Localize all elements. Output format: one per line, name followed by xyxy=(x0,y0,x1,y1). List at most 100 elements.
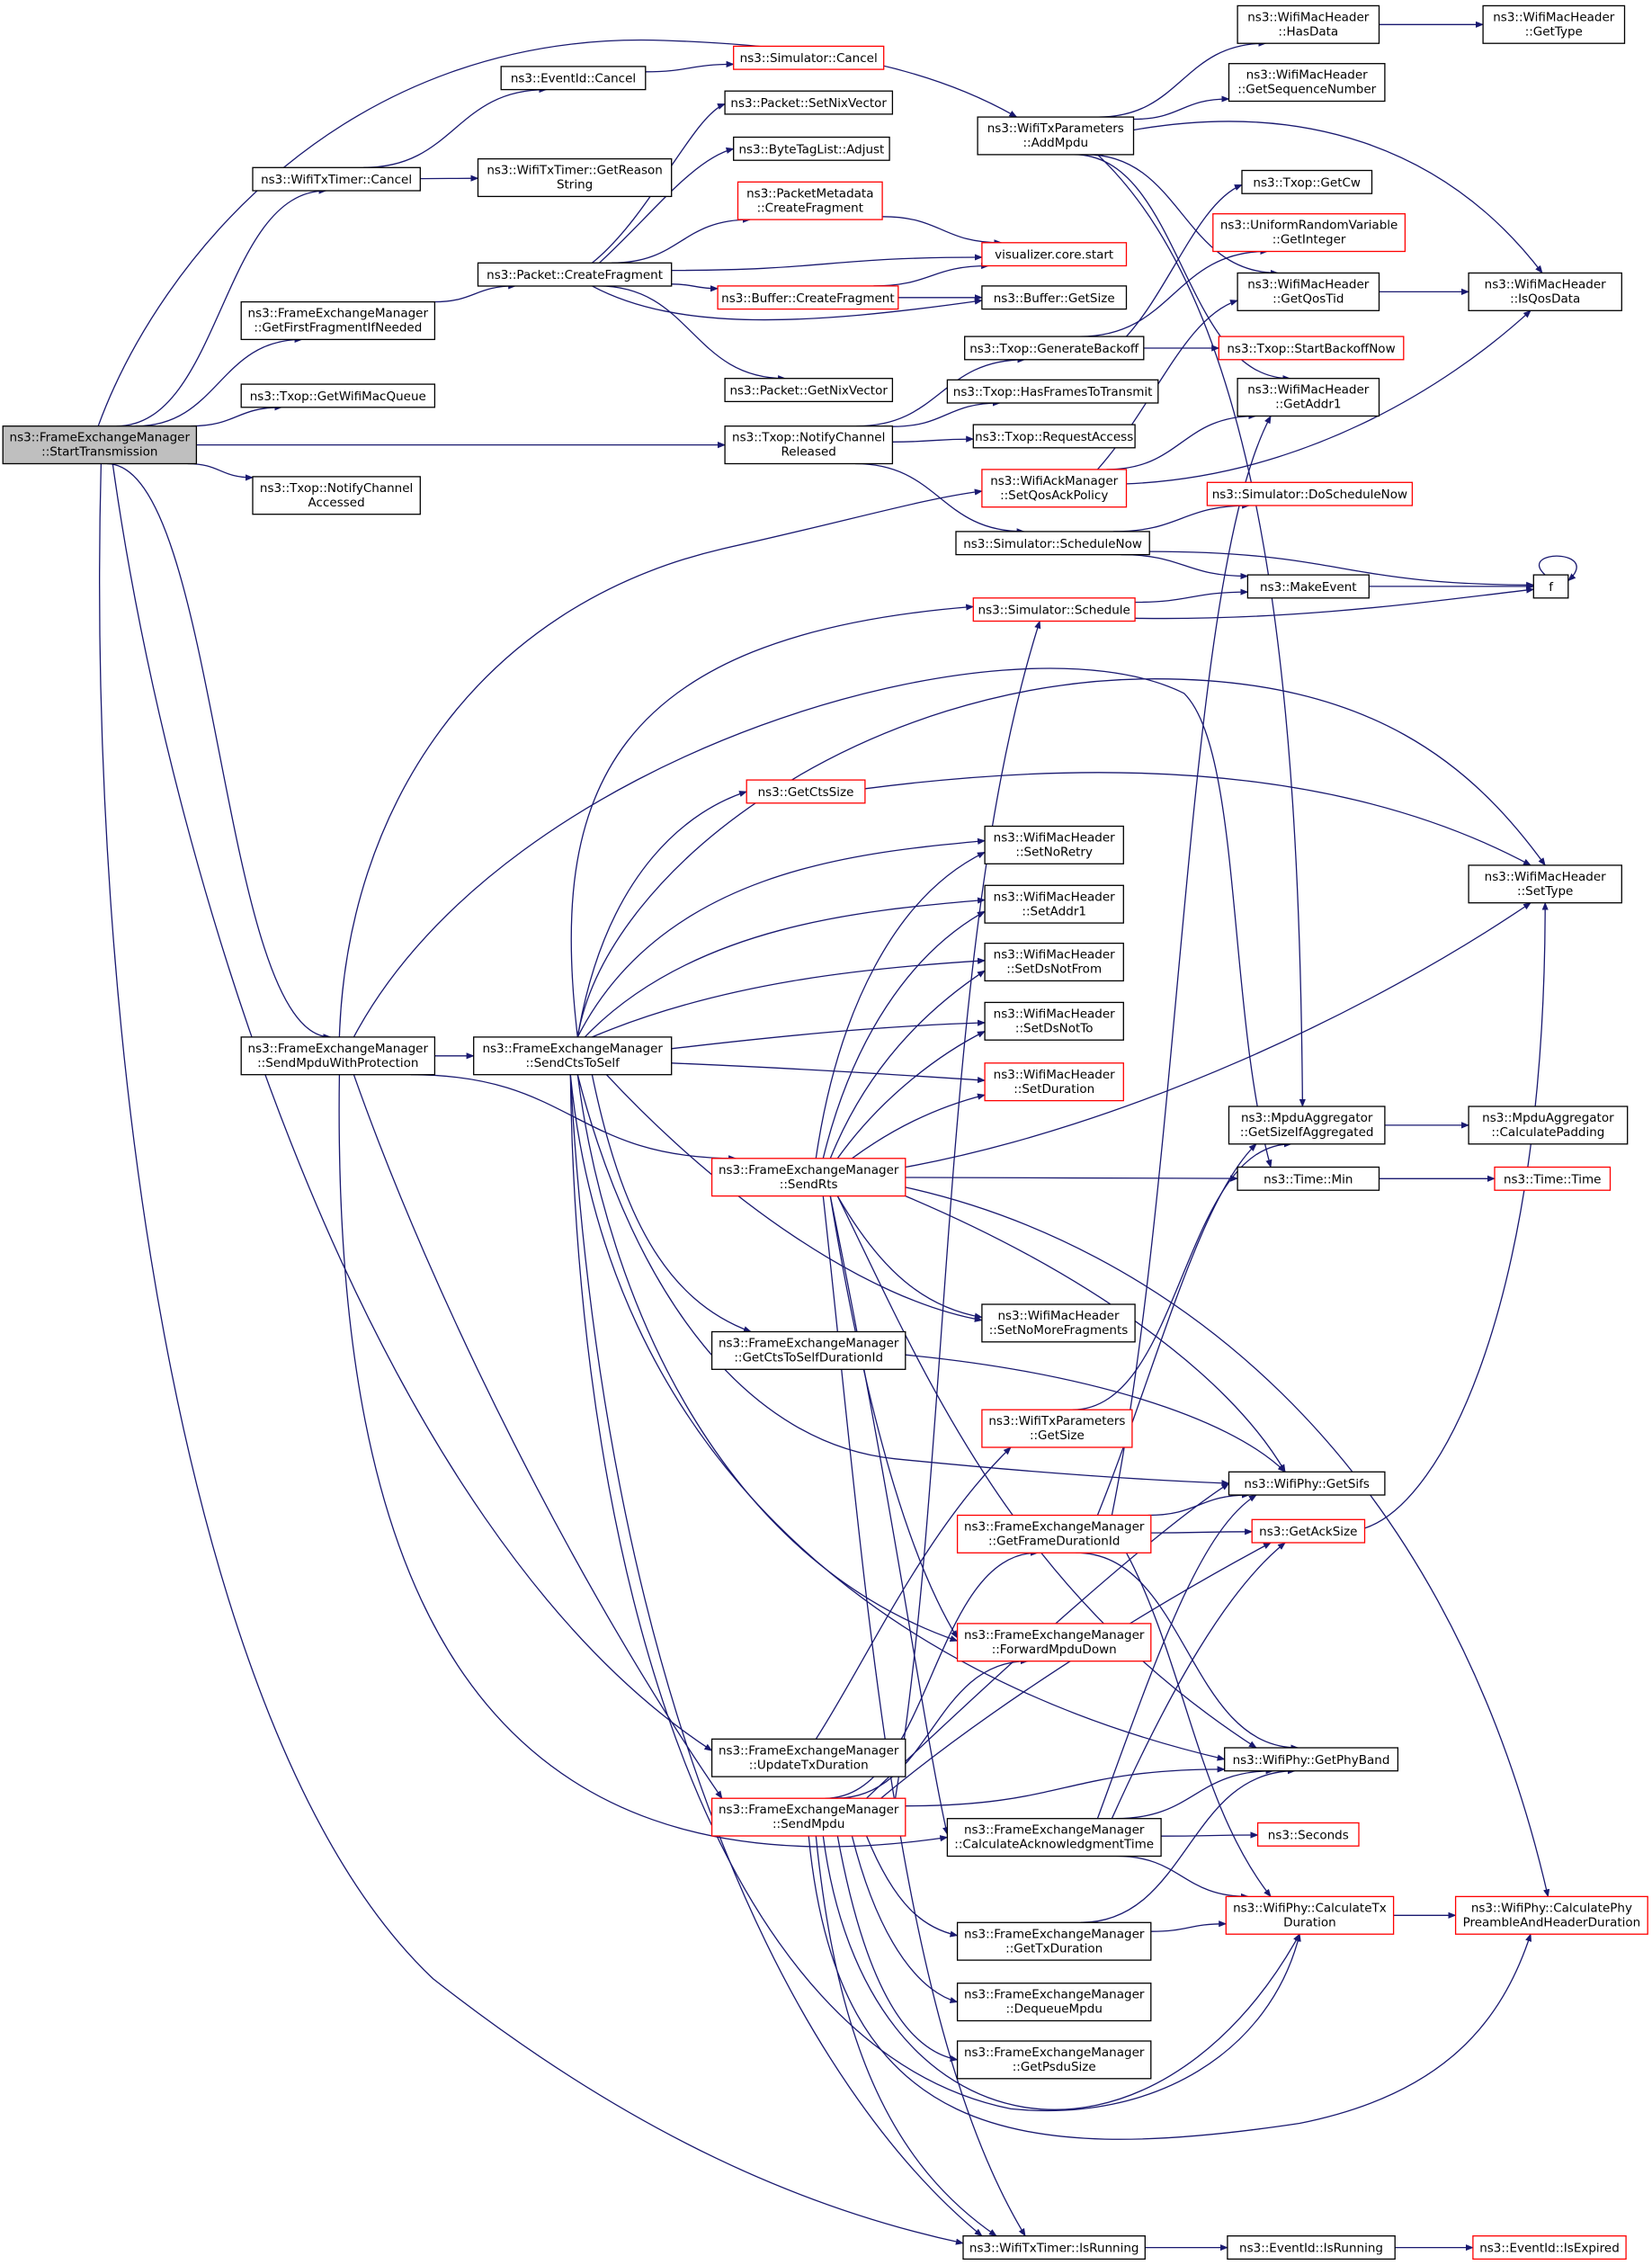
node-ns3-frameexchangemanager-sendmpdu[interactable]: ns3::FrameExchangeManager::SendMpdu xyxy=(710,1797,906,1837)
node-label-line: ns3::Buffer::CreateFragment xyxy=(721,291,894,306)
node-label-line: ::UpdateTxDuration xyxy=(749,1758,869,1772)
node-label-line: ns3::EventId::IsRunning xyxy=(1239,2242,1383,2256)
node-ns3-frameexchangemanager-gettxduration[interactable]: ns3::FrameExchangeManager::GetTxDuration xyxy=(956,1921,1152,1961)
node-ns3-wifitxparameters-getsize[interactable]: ns3::WifiTxParameters::GetSize xyxy=(981,1409,1133,1448)
call-edge xyxy=(873,262,990,287)
node-box xyxy=(1228,1471,1386,1496)
node-ns3-wifimacheader-getqostid[interactable]: ns3::WifiMacHeader::GetQosTid xyxy=(1237,272,1380,311)
node-ns3-txop-getwifimacqueue[interactable]: ns3::Txop::GetWifiMacQueue xyxy=(240,383,436,408)
node-ns3-wifimacheader-getaddr1[interactable]: ns3::WifiMacHeader::GetAddr1 xyxy=(1237,378,1380,417)
node-ns3-wifimacheader-isqosdata[interactable]: ns3::WifiMacHeader::IsQosData xyxy=(1468,272,1622,311)
node-ns3-wifimacheader-setduration[interactable]: ns3::WifiMacHeader::SetDuration xyxy=(984,1062,1124,1102)
call-edge xyxy=(822,1835,1300,2110)
node-ns3-buffer-createfragment[interactable]: ns3::Buffer::CreateFragment xyxy=(717,285,899,310)
node-box xyxy=(981,285,1128,310)
node-ns3-eventid-isexpired[interactable]: ns3::EventId::IsExpired xyxy=(1472,2235,1627,2261)
node-ns3-wifiackmanager-setqosackpolicy[interactable]: ns3::WifiAckManager::SetQosAckPolicy xyxy=(981,469,1128,508)
node-ns3-txop-hasframestotransmit[interactable]: ns3::Txop::HasFramesToTransmit xyxy=(946,379,1159,404)
node-ns3-getacksize[interactable]: ns3::GetAckSize xyxy=(1251,1518,1366,1544)
node-visualizer-core-start[interactable]: visualizer.core.start xyxy=(981,242,1128,267)
node-box xyxy=(1494,1166,1612,1191)
node-ns3-packet-setnixvector[interactable]: ns3::Packet::SetNixVector xyxy=(724,90,894,115)
node-ns3-txop-getcw[interactable]: ns3::Txop::GetCw xyxy=(1241,169,1373,194)
node-label-line: ns3::Txop::RequestAccess xyxy=(975,430,1133,444)
node-ns3-mpduaggregator-getsizeifaggregated[interactable]: ns3::MpduAggregator::GetSizeIfAggregated xyxy=(1228,1106,1386,1145)
node-label-line: ns3::Txop::GenerateBackoff xyxy=(969,342,1139,356)
node-ns3-makeevent[interactable]: ns3::MakeEvent xyxy=(1246,574,1370,599)
node-ns3-getctssize[interactable]: ns3::GetCtsSize xyxy=(746,779,866,804)
node-root[interactable]: ns3::FrameExchangeManager::StartTransmis… xyxy=(2,425,198,465)
call-edge xyxy=(836,1195,1257,1749)
node-ns3-wifimacheader-gettype[interactable]: ns3::WifiMacHeader::GetType xyxy=(1482,4,1626,44)
node-ns3-packet-createfragment[interactable]: ns3::Packet::CreateFragment xyxy=(477,262,673,287)
node-ns3-eventid-isrunning[interactable]: ns3::EventId::IsRunning xyxy=(1227,2235,1396,2261)
node-ns3-frameexchangemanager-getframedurationid[interactable]: ns3::FrameExchangeManager::GetFrameDurat… xyxy=(956,1514,1152,1553)
node-ns3-packetmetadata-createfragment[interactable]: ns3::PacketMetadata::CreateFragment xyxy=(737,181,883,220)
node-ns3-txop-generatebackoff[interactable]: ns3::Txop::GenerateBackoff xyxy=(964,336,1145,361)
node-ns3-wifimacheader-setdsnotto[interactable]: ns3::WifiMacHeader::SetDsNotTo xyxy=(984,1001,1124,1041)
node-ns3-wifimacheader-setnoretry[interactable]: ns3::WifiMacHeader::SetNoRetry xyxy=(984,825,1124,864)
node-ns3-frameexchangemanager-calculateacknowledgmenttime[interactable]: ns3::FrameExchangeManager::CalculateAckn… xyxy=(946,1818,1162,1858)
node-ns3-wifimacheader-hasdata[interactable]: ns3::WifiMacHeader::HasData xyxy=(1237,4,1380,44)
call-edge xyxy=(882,216,1003,246)
node-label-line: ns3::UniformRandomVariable xyxy=(1220,219,1398,233)
node-label-line: Released xyxy=(781,445,836,460)
call-edge xyxy=(1111,1542,1286,1819)
node-ns3-txop-requestaccess[interactable]: ns3::Txop::RequestAccess xyxy=(972,424,1136,449)
node-ns3-wifitxtimer-cancel[interactable]: ns3::WifiTxTimer::Cancel xyxy=(252,166,421,192)
node-ns3-simulator-doschedulenow[interactable]: ns3::Simulator::DoScheduleNow xyxy=(1206,481,1414,506)
node-ns3-mpduaggregator-calculatepadding[interactable]: ns3::MpduAggregator::CalculatePadding xyxy=(1468,1106,1629,1145)
call-edge xyxy=(864,772,1531,866)
call-edge xyxy=(569,1074,983,2237)
node-box xyxy=(946,1818,1162,1858)
node-ns3-time-time[interactable]: ns3::Time::Time xyxy=(1494,1166,1612,1191)
call-edge xyxy=(1147,1491,1250,1517)
node-box xyxy=(956,1514,1152,1553)
node-box xyxy=(964,336,1145,361)
node-f[interactable]: f xyxy=(1532,574,1569,599)
node-ns3-wifitxtimer-isrunning[interactable]: ns3::WifiTxTimer::IsRunning xyxy=(962,2235,1146,2261)
call-edge xyxy=(905,1195,1286,1473)
node-label-line: ns3::WifiPhy::CalculateTx xyxy=(1233,1901,1387,1915)
node-ns3-buffer-getsize[interactable]: ns3::Buffer::GetSize xyxy=(981,285,1128,310)
node-ns3-simulator-cancel[interactable]: ns3::Simulator::Cancel xyxy=(733,45,885,70)
node-ns3-frameexchangemanager-sendrts[interactable]: ns3::FrameExchangeManager::SendRts xyxy=(710,1158,906,1197)
node-ns3-time-min[interactable]: ns3::Time::Min xyxy=(1237,1166,1380,1191)
node-ns3-wifiphy-calculatephypreambleandheaderduration[interactable]: ns3::WifiPhy::CalculatePhyPreambleAndHea… xyxy=(1454,1895,1648,1935)
node-label-line: ::GetSizeIfAggregated xyxy=(1240,1125,1374,1140)
node-ns3-wifiphy-getsifs[interactable]: ns3::WifiPhy::GetSifs xyxy=(1228,1471,1386,1496)
node-ns3-bytetaglist-adjust[interactable]: ns3::ByteTagList::Adjust xyxy=(733,136,890,161)
node-label-line: ns3::Buffer::GetSize xyxy=(994,291,1115,306)
node-box xyxy=(252,166,421,192)
node-ns3-wifimacheader-settype[interactable]: ns3::WifiMacHeader::SetType xyxy=(1468,864,1622,904)
node-ns3-frameexchangemanager-getfirstfragmentifneeded[interactable]: ns3::FrameExchangeManager::GetFirstFragm… xyxy=(240,300,436,341)
node-ns3-simulator-schedule[interactable]: ns3::Simulator::Schedule xyxy=(972,597,1136,622)
node-ns3-wifimacheader-setaddr1[interactable]: ns3::WifiMacHeader::SetAddr1 xyxy=(984,884,1124,924)
node-ns3-frameexchangemanager-forwardmpdudown[interactable]: ns3::FrameExchangeManager::ForwardMpduDo… xyxy=(956,1623,1152,1662)
node-label-line: ::SendRts xyxy=(780,1177,838,1192)
node-ns3-wifimacheader-setnomorefragments[interactable]: ns3::WifiMacHeader::SetNoMoreFragments xyxy=(981,1303,1136,1343)
node-ns3-seconds[interactable]: ns3::Seconds xyxy=(1256,1822,1360,1847)
node-ns3-uniformrandomvariable-getinteger[interactable]: ns3::UniformRandomVariable::GetInteger xyxy=(1212,213,1406,253)
node-ns3-frameexchangemanager-sendctstoself[interactable]: ns3::FrameExchangeManager::SendCtsToSelf xyxy=(473,1036,673,1076)
call-edge xyxy=(191,404,283,427)
call-edge xyxy=(576,678,1546,1038)
node-ns3-frameexchangemanager-dequeuempdu[interactable]: ns3::FrameExchangeManager::DequeueMpdu xyxy=(956,1983,1152,2022)
node-ns3-wifitxparameters-addmpdu[interactable]: ns3::WifiTxParameters::AddMpdu xyxy=(977,116,1135,156)
node-ns3-wifimacheader-setdsnotfrom[interactable]: ns3::WifiMacHeader::SetDsNotFrom xyxy=(984,942,1124,982)
node-ns3-eventid-cancel[interactable]: ns3::EventId::Cancel xyxy=(500,66,647,91)
node-ns3-simulator-schedulenow[interactable]: ns3::Simulator::ScheduleNow xyxy=(955,531,1150,556)
node-ns3-frameexchangemanager-sendmpduwithprotection[interactable]: ns3::FrameExchangeManager::SendMpduWithP… xyxy=(240,1036,436,1076)
node-ns3-frameexchangemanager-getpsdusize[interactable]: ns3::FrameExchangeManager::GetPsduSize xyxy=(956,2040,1152,2080)
node-label-line: ns3::WifiMacHeader xyxy=(994,1007,1116,1021)
node-ns3-txop-startbackoffnow[interactable]: ns3::Txop::StartBackoffNow xyxy=(1218,336,1405,361)
node-ns3-wifimacheader-getsequencenumber[interactable]: ns3::WifiMacHeader::GetSequenceNumber xyxy=(1228,63,1386,103)
node-ns3-frameexchangemanager-updatetxduration[interactable]: ns3::FrameExchangeManager::UpdateTxDurat… xyxy=(710,1738,906,1777)
node-ns3-frameexchangemanager-getctstoselfdurationid[interactable]: ns3::FrameExchangeManager::GetCtsToSelfD… xyxy=(710,1330,906,1370)
node-ns3-packet-getnixvector[interactable]: ns3::Packet::GetNixVector xyxy=(724,378,894,403)
node-ns3-wifiphy-getphyband[interactable]: ns3::WifiPhy::GetPhyBand xyxy=(1224,1747,1399,1772)
